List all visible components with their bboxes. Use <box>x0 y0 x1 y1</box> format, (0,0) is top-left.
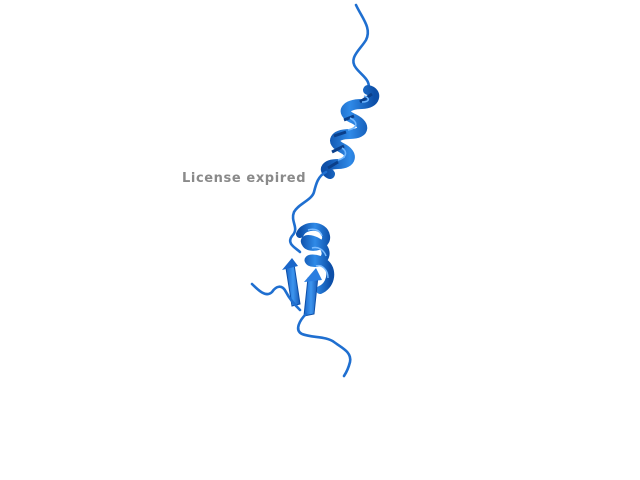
strand-right <box>303 268 322 317</box>
helix-upper <box>320 85 380 179</box>
coil-c-terminus <box>296 312 352 378</box>
coil-middle <box>288 170 328 254</box>
helix-lower <box>296 222 335 294</box>
strand-left <box>282 258 301 307</box>
coil-left-tail <box>250 282 302 312</box>
coil-n-terminus <box>352 3 371 94</box>
license-watermark: License expired <box>182 171 307 186</box>
